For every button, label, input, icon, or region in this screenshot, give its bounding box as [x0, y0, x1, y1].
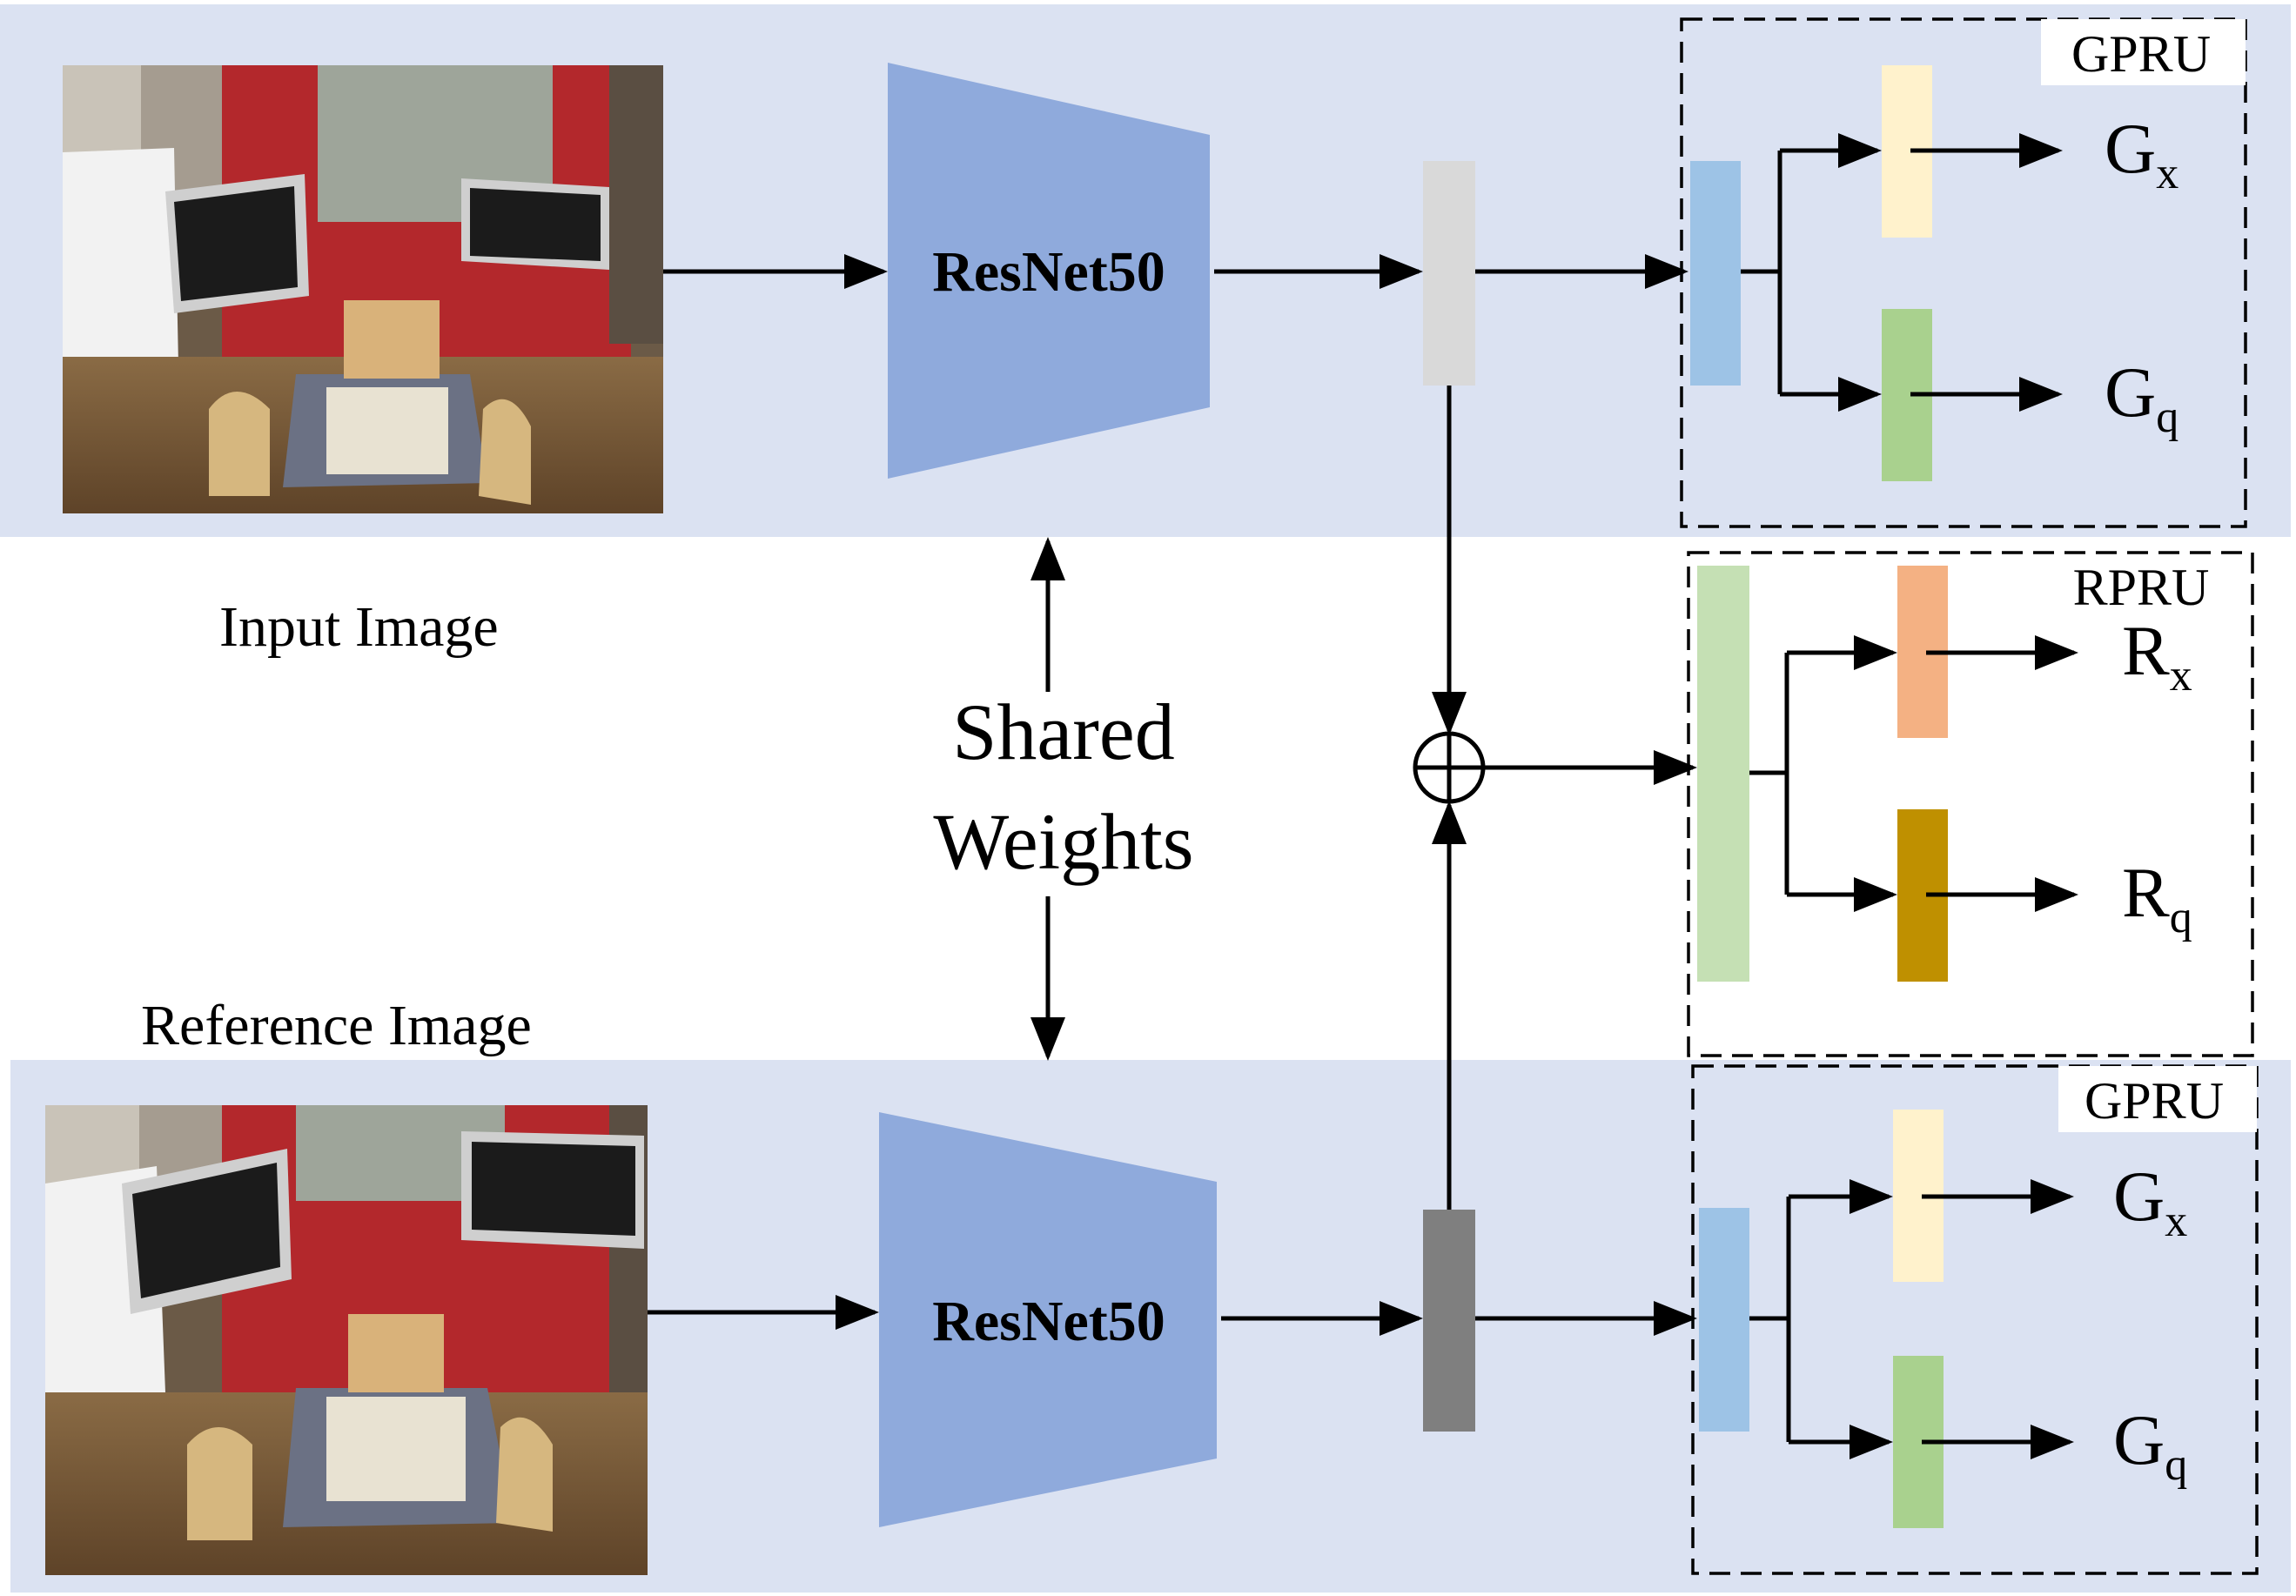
reference-image-photo — [45, 1105, 648, 1575]
reference-image-label: Reference Image — [141, 994, 532, 1057]
circled-plus-icon — [1413, 731, 1486, 804]
gpru-bottom-fc — [1699, 1208, 1749, 1432]
gpru-top-output-pos: Gx — [2105, 109, 2179, 198]
gpru-bottom-module: GPRU Gx Gq — [1691, 1064, 2259, 1575]
rpru-title: RPRU — [2073, 559, 2210, 616]
feature-block-bottom — [1423, 1210, 1475, 1432]
rpru-output-pos: Rx — [2122, 611, 2192, 701]
shared-weights-label-line2: Weights — [933, 797, 1193, 886]
gpru-bottom-output-pos: Gx — [2113, 1157, 2187, 1246]
input-image-label: Input Image — [219, 595, 499, 659]
backbone-top — [888, 63, 1210, 479]
gpru-bottom-output-rot: Gq — [2113, 1400, 2187, 1490]
shared-weights-label-line1: Shared — [952, 687, 1174, 776]
backbone-bottom — [879, 1112, 1217, 1527]
input-image-photo — [63, 65, 663, 513]
gpru-bottom-title: GPRU — [2085, 1072, 2224, 1130]
gpru-top-fc — [1690, 161, 1741, 386]
rpru-module: RPRU Rx Rq — [1687, 551, 2254, 1057]
backbone-top-label: ResNet50 — [932, 240, 1165, 304]
gpru-top-module: GPRU Gx Gq — [1680, 17, 2247, 528]
rpru-fc — [1697, 566, 1749, 982]
gpru-top-title: GPRU — [2071, 25, 2211, 83]
gpru-top-output-rot: Gq — [2105, 352, 2179, 442]
backbone-bottom-label: ResNet50 — [932, 1290, 1165, 1353]
feature-block-top — [1423, 161, 1475, 386]
rpru-output-rot: Rq — [2122, 853, 2192, 942]
